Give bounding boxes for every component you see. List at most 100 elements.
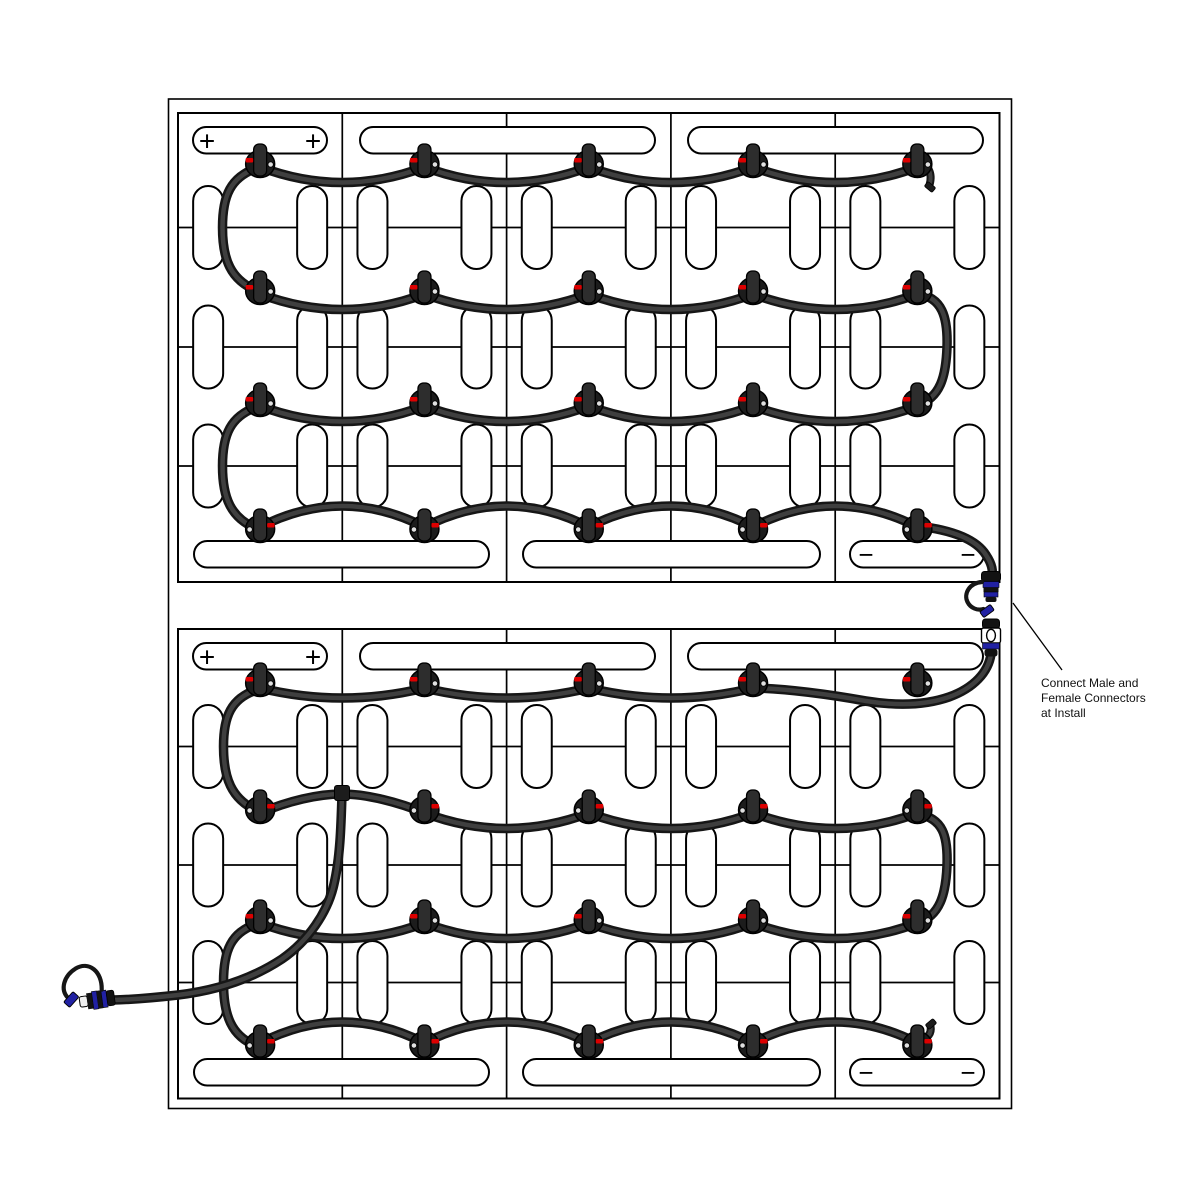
terminal-bolt <box>596 917 603 924</box>
polarity-marker-red <box>267 1039 275 1044</box>
cable-end-cap <box>925 1018 937 1030</box>
inter-row-cable-core <box>220 164 263 295</box>
battery-label-capsule <box>193 1058 490 1087</box>
terminal-bolt <box>924 288 931 295</box>
battery-handle-oval <box>520 940 553 1025</box>
battery-handle-oval <box>460 940 493 1025</box>
battery-handle-oval <box>460 704 493 789</box>
terminal-post-icon <box>409 789 440 825</box>
battery-label-capsule <box>193 540 490 569</box>
polarity-marker-red <box>760 523 768 528</box>
battery-handle-oval <box>685 304 718 390</box>
terminal-bolt <box>267 288 274 295</box>
battery-label-capsule <box>359 642 656 671</box>
polarity-marker-red <box>245 677 254 682</box>
terminal-bolt <box>924 917 931 924</box>
terminal-bolt <box>267 917 274 924</box>
terminal-cable-cap <box>910 508 925 542</box>
polarity-marker-red <box>574 914 582 919</box>
battery-handle-oval <box>685 185 718 270</box>
terminal-post-icon <box>902 382 933 418</box>
terminal-post-icon <box>737 789 769 825</box>
polarity-marker-red <box>574 158 582 163</box>
terminal-post-icon <box>737 899 769 935</box>
battery-handle-oval <box>520 423 553 509</box>
battery-handle-oval <box>953 423 986 509</box>
polarity-marker-red <box>574 285 582 290</box>
terminal-post-icon <box>573 143 604 179</box>
terminal-cable-cap <box>910 143 925 177</box>
terminal-cable-cap <box>252 789 268 823</box>
terminal-cable-cap <box>910 382 925 416</box>
polarity-marker-red <box>738 677 747 682</box>
diagram-built-content: ++−−++−− <box>61 98 1013 1110</box>
terminal-bolt <box>596 288 603 295</box>
tray-border <box>177 628 1001 1100</box>
battery-handle-oval <box>520 704 553 789</box>
terminal-cable-cap <box>745 270 761 304</box>
terminal-post-icon <box>573 1024 604 1060</box>
polarity-marker-red <box>595 523 604 528</box>
terminal-bolt <box>739 807 746 814</box>
terminal-bolt <box>431 680 439 687</box>
terminal-cable-cap <box>581 1024 596 1058</box>
terminal-cable-cap <box>745 899 761 933</box>
annotation-text-line: Female Connectors <box>1041 691 1146 705</box>
polarity-marker-red <box>431 1039 439 1044</box>
female-connector-cap <box>982 618 1000 629</box>
terminal-bolt <box>596 680 603 687</box>
polarity-marker-red <box>409 677 418 682</box>
terminal-bolt <box>596 400 603 407</box>
terminal-post-icon <box>409 1024 440 1060</box>
battery-handle-oval <box>789 423 822 509</box>
battery-handle-oval <box>685 704 718 789</box>
terminal-bolt <box>903 1042 910 1049</box>
tray-grid-layer <box>167 98 1013 1110</box>
terminal-bolt <box>924 161 931 168</box>
terminal-bolt <box>903 807 910 814</box>
terminal-cable-cap <box>417 382 432 416</box>
male-connector-band <box>983 587 999 592</box>
battery-handle-oval <box>296 822 329 908</box>
battery-handle-oval <box>685 940 718 1025</box>
polarity-marker-red <box>409 285 418 290</box>
terminal-bolt <box>760 680 767 687</box>
negative-terminal-label: − <box>960 1058 975 1088</box>
terminal-post-icon <box>573 382 604 418</box>
battery-handle-oval <box>296 423 329 509</box>
battery-handle-oval <box>460 822 493 908</box>
terminal-post-icon <box>902 270 933 306</box>
battery-handle-oval <box>460 185 493 270</box>
polarity-marker-red <box>245 397 254 402</box>
terminal-cable-cap <box>252 382 268 416</box>
terminal-bolt <box>431 400 439 407</box>
connector-layer <box>61 571 1002 1010</box>
battery-handle-oval <box>624 423 657 509</box>
terminal-cable-cap <box>417 789 432 823</box>
terminal-cable-cap <box>417 662 432 696</box>
terminal-post-icon <box>737 662 769 698</box>
battery-handle-oval <box>192 304 225 390</box>
external-connector-icon <box>61 963 116 1010</box>
terminal-cable-cap <box>252 899 268 933</box>
battery-label-capsule <box>522 540 821 569</box>
annotation: Connect Male and Female Connectors at In… <box>1012 602 1146 720</box>
terminal-cable-cap <box>745 1024 761 1058</box>
terminal-cable-cap <box>417 1024 432 1058</box>
male-connector-band <box>983 591 999 598</box>
terminal-post-icon <box>409 143 440 179</box>
battery-handle-oval <box>789 304 822 390</box>
polarity-marker-red <box>431 804 439 809</box>
battery-handle-oval <box>296 185 329 270</box>
negative-terminal-label: − <box>858 1058 873 1088</box>
battery-handle-oval <box>849 940 882 1025</box>
terminal-cable-cap <box>252 662 268 696</box>
battery-handle-oval <box>789 940 822 1025</box>
battery-handle-oval <box>624 704 657 789</box>
terminal-bolt <box>267 400 274 407</box>
battery-handle-oval <box>953 822 986 908</box>
battery-label-capsule <box>687 126 984 155</box>
terminal-bolt <box>760 400 767 407</box>
battery-handle-oval <box>356 704 389 789</box>
terminal-post-icon <box>244 662 276 698</box>
